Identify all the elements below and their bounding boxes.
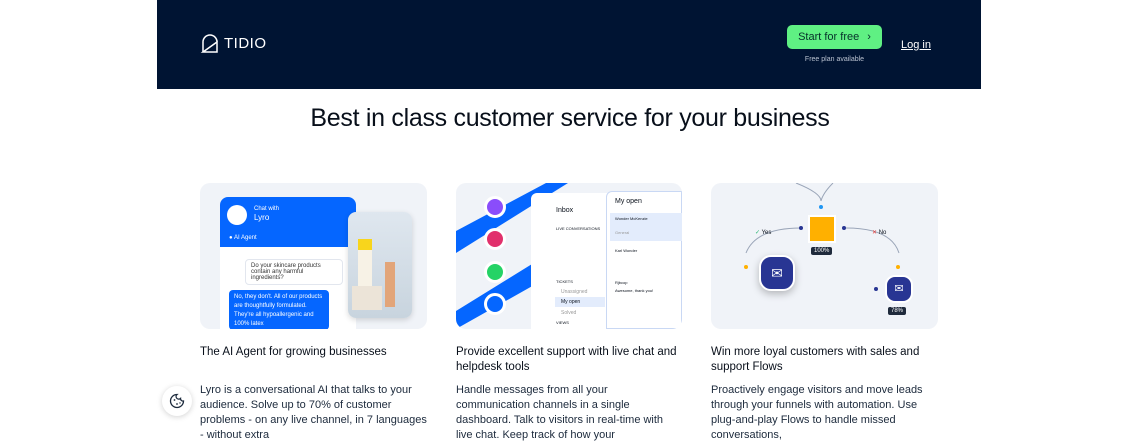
- feature-card-ai-agent: Chat with Lyro ● AI Agent Do your skinca…: [200, 183, 427, 443]
- conversation-selected: [610, 213, 682, 241]
- user-message: Do your skincare products contain any ha…: [245, 259, 343, 285]
- conversation-name: Rjbcop: [615, 280, 628, 285]
- instagram-icon: [484, 228, 506, 250]
- product-photo: [348, 212, 412, 318]
- page-headline: Best in class customer service for your …: [310, 104, 830, 132]
- node-percentage: 78%: [888, 307, 907, 315]
- card-title: Provide excellent support with live chat…: [456, 346, 677, 373]
- login-link[interactable]: Log in: [901, 39, 931, 51]
- blue-wave: [456, 183, 568, 329]
- feature-card-flows: 100% ✓ Yes ✕ No ✉ ✉ 78% Win more loyal c…: [711, 183, 938, 443]
- conversation-name: Wonder McKenzie: [615, 216, 648, 221]
- email-node-icon: ✉: [885, 275, 913, 303]
- node-percentage: 100%: [811, 247, 833, 255]
- my-open-item: My open: [555, 297, 605, 307]
- yes-label: Yes: [761, 230, 772, 236]
- no-branch-label: ✕ No: [872, 230, 887, 236]
- tidio-logo-icon: [200, 34, 218, 53]
- whatsapp-icon: [484, 261, 506, 283]
- yes-branch-label: ✓ Yes: [755, 230, 772, 236]
- solved-item: Solved: [561, 310, 577, 316]
- ai-agent-status: ● AI Agent: [229, 235, 257, 241]
- product-tube: [385, 262, 395, 307]
- cookie-icon: [169, 393, 185, 409]
- inbox-illustration: Inbox LIVE CONVERSATIONS TICKETS Unassig…: [456, 183, 682, 329]
- product-stand: [352, 286, 382, 310]
- card-body: Proactively engage visitors and move lea…: [711, 384, 923, 441]
- flow-connectors: [744, 183, 900, 291]
- chat-with-label: Chat with: [254, 206, 280, 212]
- inbox-title: Inbox: [556, 207, 574, 214]
- card-title: The AI Agent for growing businesses: [200, 346, 387, 358]
- conversation-message: Awesome, thank you!: [615, 288, 654, 293]
- start-for-free-button[interactable]: Start for free ›: [787, 25, 882, 49]
- cta-label: Start for free: [798, 31, 860, 43]
- conversation-tag: General: [615, 230, 630, 235]
- status-label: AI Agent: [233, 235, 257, 241]
- my-open-panel: My open Wonder McKenzie General Karl Won…: [606, 191, 682, 329]
- panel-title: My open: [615, 198, 642, 205]
- views-label: VIEWS: [556, 320, 569, 325]
- live-conversations-label: LIVE CONVERSATIONS: [556, 226, 601, 231]
- bot-name: Lyro: [254, 213, 270, 222]
- cookie-settings-button[interactable]: [162, 386, 192, 416]
- card-body: Handle messages from all your communicat…: [456, 384, 664, 441]
- conversation-name: Karl Wonder: [615, 248, 638, 253]
- bot-avatar-icon: [227, 205, 247, 225]
- messenger-icon: [484, 196, 506, 218]
- free-plan-note: Free plan available: [804, 56, 865, 63]
- window-node-icon: [808, 215, 836, 243]
- tidio-logo[interactable]: TIDIO: [200, 33, 267, 53]
- chevron-right-icon: ›: [867, 31, 871, 43]
- email-icon: [484, 293, 506, 315]
- tickets-label: TICKETS: [556, 279, 573, 284]
- logo-text: TIDIO: [224, 34, 267, 52]
- card-body: Lyro is a conversational AI that talks t…: [200, 384, 427, 441]
- chat-header: Chat with Lyro ● AI Agent: [220, 197, 356, 247]
- unassigned-item: Unassigned: [561, 289, 588, 295]
- email-node-icon[interactable]: ✉: [759, 255, 795, 291]
- lyro-illustration: Chat with Lyro ● AI Agent Do your skinca…: [200, 183, 427, 329]
- top-header: TIDIO Start for free › Free plan availabl…: [157, 0, 981, 89]
- product-bottle: [358, 239, 372, 287]
- bot-message: No, they don't. All of our products are …: [229, 290, 329, 329]
- card-title: Win more loyal customers with sales and …: [711, 346, 920, 373]
- no-label: No: [878, 230, 887, 236]
- feature-card-live-chat: Inbox LIVE CONVERSATIONS TICKETS Unassig…: [456, 183, 682, 443]
- flows-illustration: 100% ✓ Yes ✕ No ✉ ✉ 78%: [711, 183, 938, 329]
